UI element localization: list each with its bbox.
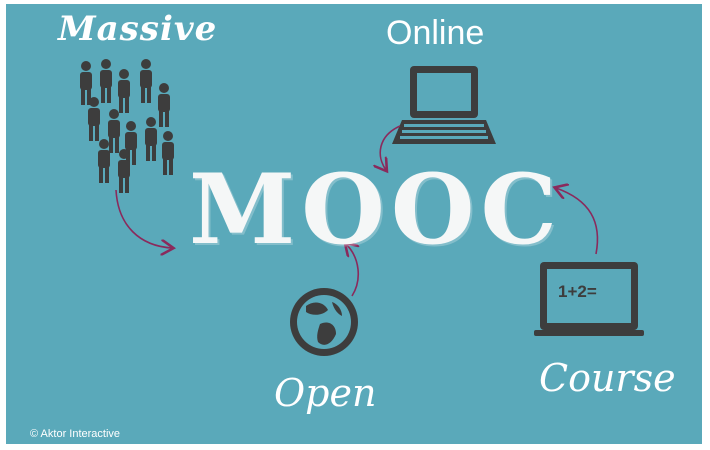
label-open: Open [274, 371, 377, 415]
chalkboard-icon [534, 262, 644, 336]
globe-icon [290, 288, 358, 356]
arrow-massive-to-mooc [115, 189, 172, 248]
center-title-mooc: MOOC [189, 153, 563, 266]
arrow-online-to-mooc [380, 125, 401, 170]
arrow-course-to-mooc [556, 188, 599, 255]
label-course: Course [539, 356, 676, 400]
laptop-icon [392, 66, 496, 144]
chalkboard-text: 1+2= [558, 282, 597, 301]
mooc-diagram: Massive Online MOOC 1+2= Open Course © A… [6, 4, 702, 444]
arrow-open-to-mooc [346, 244, 358, 297]
label-online: Online [386, 14, 485, 52]
people-crowd-icon [80, 59, 174, 193]
diagram-graphics [80, 59, 644, 356]
label-massive: Massive [58, 9, 218, 49]
copyright-notice: © Aktor Interactive [30, 428, 121, 440]
